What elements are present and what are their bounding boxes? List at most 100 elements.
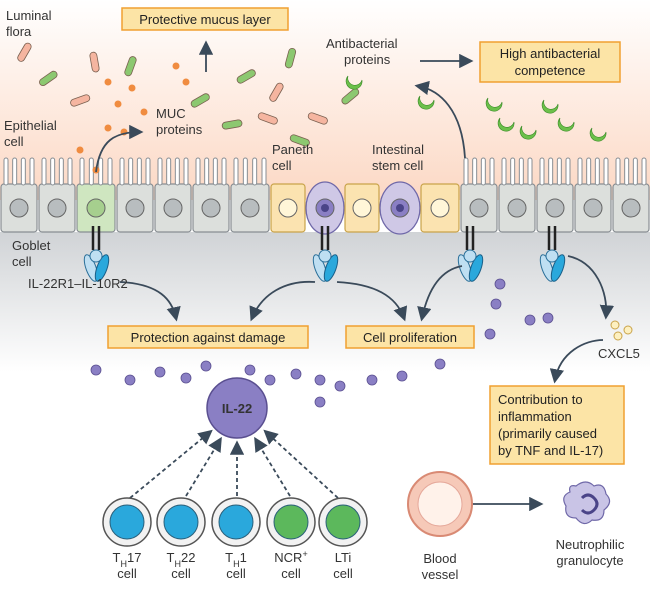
svg-text:LTi: LTi — [335, 550, 352, 565]
luminal-contents — [17, 42, 607, 174]
svg-text:by TNF and IL-17): by TNF and IL-17) — [498, 443, 603, 458]
arrow-cxcl5 — [567, 255, 615, 320]
muc-protein — [172, 62, 180, 70]
bacterium-icon — [284, 47, 297, 69]
epithelial-cell — [192, 157, 230, 233]
svg-text:TH1: TH1 — [225, 550, 247, 569]
bacterium-icon — [190, 93, 210, 108]
epithelial-cell — [116, 157, 154, 233]
receptor-icon — [539, 226, 566, 282]
bacterium-icon — [289, 134, 310, 147]
il22-arrows — [129, 429, 339, 499]
epithelial-cell — [498, 157, 536, 233]
muc-protein — [140, 108, 148, 116]
inflammation-box: Contribution to inflammation (primarily … — [489, 385, 625, 465]
muc-protein — [76, 146, 84, 154]
svg-text:Blood: Blood — [423, 551, 456, 566]
antibacterial-protein — [417, 95, 435, 110]
goblet-cell — [76, 157, 116, 233]
svg-text:Protective mucus layer: Protective mucus layer — [139, 12, 271, 27]
svg-text:cell: cell — [333, 566, 353, 581]
epithelial-cell — [460, 157, 498, 233]
svg-text:Neutrophilic: Neutrophilic — [556, 537, 625, 552]
receptors — [83, 226, 566, 282]
svg-text:Epithelial: Epithelial — [4, 118, 57, 133]
bacterium-icon — [341, 88, 360, 105]
bacterium-icon — [236, 69, 256, 84]
antibacterial-protein — [589, 127, 607, 142]
epithelial-cell — [0, 157, 38, 233]
svg-text:inflammation: inflammation — [498, 409, 572, 424]
svg-text:IL-22R1–IL-10R2: IL-22R1–IL-10R2 — [28, 276, 128, 291]
svg-text:Protection against damage: Protection against damage — [131, 330, 286, 345]
muc-protein — [114, 100, 122, 108]
stem-cell — [379, 181, 421, 235]
svg-text:Contribution to: Contribution to — [498, 392, 583, 407]
svg-text:CXCL5: CXCL5 — [598, 346, 640, 361]
svg-text:Cell proliferation: Cell proliferation — [363, 330, 457, 345]
mucus-box: Protective mucus layer — [121, 7, 289, 31]
svg-text:cell: cell — [281, 566, 301, 581]
il22-label: IL-22 — [222, 401, 252, 416]
antibacterial-protein — [557, 117, 575, 132]
svg-text:proteins: proteins — [344, 52, 391, 67]
immune-cell: NCR+cell — [266, 497, 316, 581]
protection-box: Protection against damage — [107, 325, 309, 349]
receptor-icon — [457, 226, 484, 282]
epithelium — [0, 157, 650, 235]
paneth-cell — [420, 183, 460, 233]
svg-text:cell: cell — [272, 158, 292, 173]
svg-text:Antibacterial: Antibacterial — [326, 36, 398, 51]
svg-text:(primarily caused: (primarily caused — [498, 426, 597, 441]
arrow-stem-prolif — [417, 265, 463, 322]
muc-protein — [182, 78, 190, 86]
il22-molecules — [90, 278, 554, 408]
blood-vessel-icon — [407, 471, 473, 537]
labels: Luminal flora Epithelial cell Goblet cel… — [4, 8, 640, 582]
svg-text:cell: cell — [171, 566, 191, 581]
bacterium-icon — [221, 119, 243, 130]
paneth-cell — [270, 183, 306, 233]
svg-text:Luminal: Luminal — [6, 8, 52, 23]
epithelial-cell — [612, 157, 650, 233]
antibacterial-protein — [485, 97, 503, 112]
antibacterial-box: High antibacterial competence — [479, 41, 621, 83]
muc-protein — [104, 78, 112, 86]
epithelial-cell — [154, 157, 192, 233]
svg-text:cell: cell — [117, 566, 137, 581]
arrows — [95, 40, 615, 512]
svg-text:Intestinal: Intestinal — [372, 142, 424, 157]
svg-text:High antibacterial: High antibacterial — [500, 46, 601, 61]
receptor-icon — [312, 226, 339, 282]
arrow-paneth-up — [414, 80, 466, 159]
bacterium-icon — [124, 56, 137, 77]
epithelial-cell — [574, 157, 612, 233]
bacterium-icon — [89, 51, 100, 73]
paneth-cell — [344, 183, 380, 233]
bacterium-icon — [307, 112, 328, 125]
svg-text:TH17: TH17 — [113, 550, 142, 569]
receptor-icon — [83, 226, 110, 282]
muc-protein — [104, 124, 112, 132]
antibacterial-protein — [497, 117, 515, 132]
svg-text:proteins: proteins — [156, 122, 203, 137]
arrow-goblet-protection — [119, 281, 181, 322]
muc-protein — [128, 84, 136, 92]
bacterium-icon — [269, 82, 284, 102]
stem-cell — [305, 181, 345, 235]
bacterium-icon — [39, 70, 58, 87]
bacterium-icon — [17, 42, 32, 62]
svg-text:NCR+: NCR+ — [274, 549, 307, 565]
svg-text:flora: flora — [6, 24, 32, 39]
svg-text:TH22: TH22 — [167, 550, 196, 569]
svg-text:MUC: MUC — [156, 106, 186, 121]
arrow-muc — [95, 124, 144, 173]
epithelial-cell — [230, 157, 270, 233]
svg-text:competence: competence — [515, 63, 586, 78]
